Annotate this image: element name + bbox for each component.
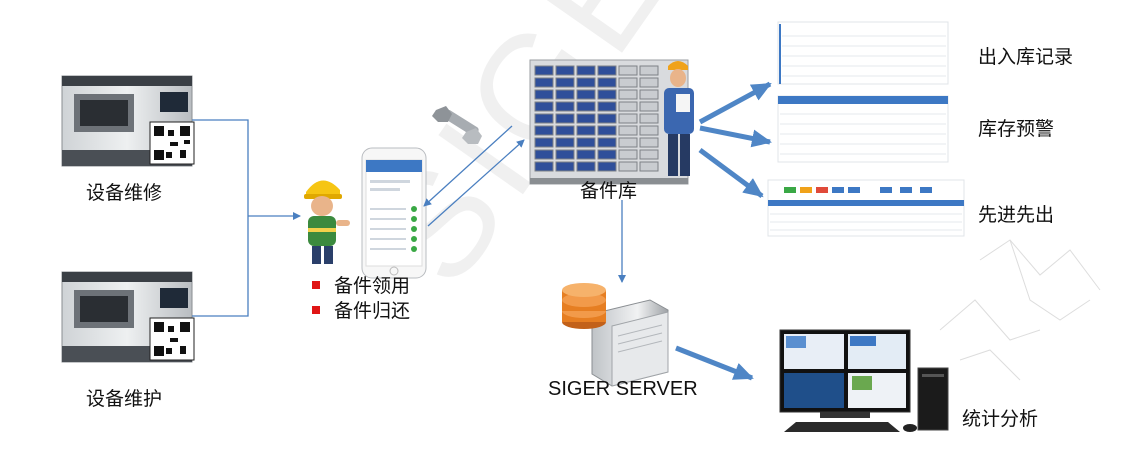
- cabinet-drawer: [639, 89, 659, 100]
- cabinet-drawer: [576, 113, 596, 124]
- cabinet-drawer: [555, 65, 575, 76]
- bolt-nut-icon: [432, 106, 482, 144]
- bracket-connector: [192, 119, 301, 317]
- parts-cabinet-icon: [529, 59, 689, 185]
- arrow-server-to-analysis: [675, 345, 754, 381]
- label-equipment-maintenance: 设备维护: [86, 388, 163, 410]
- network-decoration: [939, 239, 1101, 381]
- cabinet-drawer: [576, 161, 596, 172]
- report-table-icon: [777, 21, 949, 85]
- cabinet-drawer: [597, 137, 617, 148]
- bullet-item: 备件归还: [312, 297, 410, 322]
- cabinet-drawer: [618, 65, 638, 76]
- cabinet-drawer: [555, 89, 575, 100]
- cabinet-drawer: [597, 113, 617, 124]
- cabinet-drawer: [618, 125, 638, 136]
- arrow-to-fifo: [698, 147, 764, 199]
- cabinet-drawer: [597, 161, 617, 172]
- cabinet-drawer: [618, 161, 638, 172]
- label-spare-parts-warehouse: 备件库: [580, 180, 638, 202]
- arrow-warehouse-to-phone: [423, 125, 513, 207]
- cabinet-drawer: [618, 137, 638, 148]
- cabinet-drawer: [639, 161, 659, 172]
- cabinet-drawer: [597, 149, 617, 160]
- cabinet-drawer: [534, 137, 554, 148]
- qr-code-icon: [149, 317, 195, 361]
- arrow-to-warning: [699, 125, 772, 148]
- label-fifo: 先进先出: [978, 204, 1055, 226]
- cnc-machine-icon: [61, 75, 193, 167]
- cabinet-drawer: [576, 149, 596, 160]
- bullet-square-icon: [312, 305, 320, 314]
- arrow-phone-to-warehouse: [427, 139, 525, 227]
- cabinet-drawer: [555, 161, 575, 172]
- label-siger-server: SIGER SERVER: [548, 378, 698, 400]
- cabinet-drawer: [576, 125, 596, 136]
- label-inout-records: 出入库记录: [978, 46, 1074, 68]
- cabinet-drawer: [555, 125, 575, 136]
- cabinet-drawer: [576, 137, 596, 148]
- qr-code-icon: [149, 121, 195, 165]
- report-table-icon: [777, 95, 949, 163]
- label-statistics-analysis: 统计分析: [962, 408, 1039, 430]
- bullet-list: 备件领用 备件归还: [312, 272, 410, 322]
- cabinet-drawer: [534, 101, 554, 112]
- cabinet-drawer: [639, 77, 659, 88]
- cabinet-drawer: [639, 101, 659, 112]
- cabinet-drawer: [597, 89, 617, 100]
- cabinet-drawer: [597, 65, 617, 76]
- arrow-to-records: [698, 81, 772, 125]
- cabinet-drawer: [639, 137, 659, 148]
- cabinet-drawer: [555, 137, 575, 148]
- cabinet-drawer: [576, 89, 596, 100]
- cabinet-drawer: [597, 125, 617, 136]
- cabinet-drawer: [597, 101, 617, 112]
- smartphone-icon: [361, 147, 427, 279]
- cabinet-drawer: [618, 89, 638, 100]
- report-table-icon: [767, 179, 965, 237]
- cabinet-drawer: [639, 149, 659, 160]
- worker-icon: [304, 180, 350, 264]
- cabinet-drawer: [639, 113, 659, 124]
- cabinet-drawer: [618, 149, 638, 160]
- cabinet-drawer: [618, 113, 638, 124]
- cabinet-drawer: [555, 77, 575, 88]
- cabinet-drawer: [555, 149, 575, 160]
- cabinet-drawer: [576, 77, 596, 88]
- cabinet-drawer: [618, 77, 638, 88]
- bullet-text-return: 备件归还: [334, 300, 411, 322]
- cabinet-drawer: [534, 89, 554, 100]
- technician-icon: [664, 61, 694, 176]
- cabinet-drawer: [576, 101, 596, 112]
- cabinet-drawer: [534, 113, 554, 124]
- cabinet-drawer: [534, 77, 554, 88]
- server-icon: [562, 283, 669, 387]
- label-stock-warning: 库存预警: [978, 118, 1055, 140]
- cabinet-drawer: [555, 101, 575, 112]
- label-equipment-repair: 设备维修: [86, 182, 163, 204]
- bullet-item: 备件领用: [312, 272, 410, 297]
- workstation-icon: [779, 329, 949, 432]
- bullet-text-issue: 备件领用: [334, 275, 411, 297]
- cabinet-drawer: [534, 125, 554, 136]
- cabinet-drawer: [534, 65, 554, 76]
- bullet-square-icon: [312, 280, 320, 289]
- cabinet-drawer: [639, 65, 659, 76]
- cabinet-drawer: [618, 101, 638, 112]
- cabinet-drawer: [534, 161, 554, 172]
- cabinet-drawer: [534, 149, 554, 160]
- cabinet-drawer: [576, 65, 596, 76]
- cabinet-drawer: [597, 77, 617, 88]
- cabinet-drawer: [555, 113, 575, 124]
- cabinet-drawer: [639, 125, 659, 136]
